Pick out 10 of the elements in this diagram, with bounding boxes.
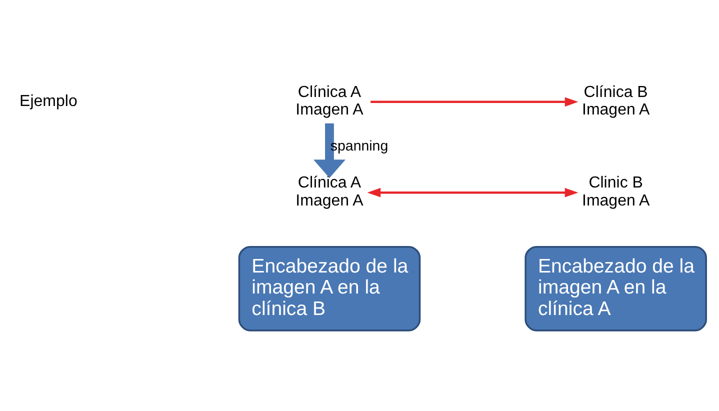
node-text: Clínica A Imagen A (296, 84, 364, 119)
node-text: Clinic B Imagen A (582, 174, 650, 210)
arrow (313, 123, 346, 178)
node-box: Encabezado de la imagen A en la clínica A (524, 246, 707, 332)
arrow (370, 97, 578, 107)
arrow (367, 188, 578, 198)
node-box: Encabezado de la imagen A en la clínica B (238, 246, 421, 332)
label: Ejemplo (20, 92, 78, 110)
node-text: Clínica A Imagen A (296, 174, 364, 210)
node-text: Clínica B Imagen A (582, 84, 650, 119)
